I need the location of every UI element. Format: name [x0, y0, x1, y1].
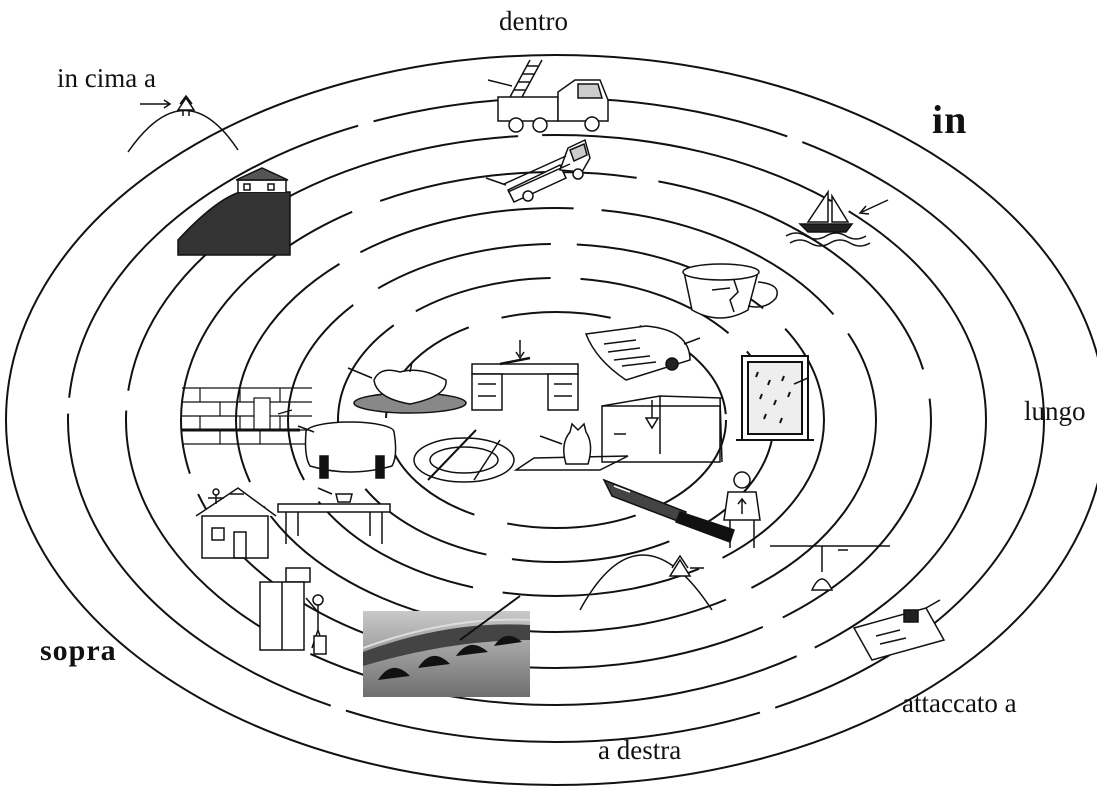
wall-with-shelf-icon [182, 388, 312, 444]
rings [6, 55, 1097, 785]
label-lungo: lungo [1024, 396, 1086, 427]
table-with-tablecloth-icon [298, 422, 396, 478]
sailboat-on-waves-icon [786, 192, 888, 246]
cat-on-rug-icon [516, 424, 628, 470]
apple-on-plate-icon [348, 362, 466, 413]
desk-with-pen-icon [472, 340, 578, 410]
label-sopra: sopra [40, 634, 117, 668]
house-on-hillside-icon [178, 168, 290, 255]
boy-with-shirt-icon [724, 472, 760, 548]
document-with-seal-icon [586, 326, 700, 380]
tree-on-hilltop-icon [128, 96, 238, 152]
label-in-cima-a: in cima a [57, 63, 156, 94]
knife-with-handle-icon [604, 480, 734, 542]
label-in: in [932, 96, 967, 143]
ring-7 [338, 278, 774, 562]
envelope-with-stamp-icon [854, 600, 944, 660]
ring-1 [6, 55, 1097, 785]
label-dentro: dentro [499, 6, 568, 37]
truck-ladder-inside-icon [486, 140, 590, 202]
plate-with-knife-icon [414, 430, 514, 482]
cracked-cup-icon [683, 264, 777, 318]
label-attaccato-a: attaccato a [902, 688, 1017, 719]
house-with-person-on-roof-icon [196, 488, 276, 558]
truck-ladder-on-top-icon [488, 60, 608, 132]
label-a-destra: a destra [598, 735, 681, 766]
window-with-rain-icon [736, 356, 814, 440]
room-with-lamp-icon [602, 396, 722, 462]
tree-on-slope-icon [580, 555, 712, 610]
railway-bridge-photo [363, 596, 530, 697]
